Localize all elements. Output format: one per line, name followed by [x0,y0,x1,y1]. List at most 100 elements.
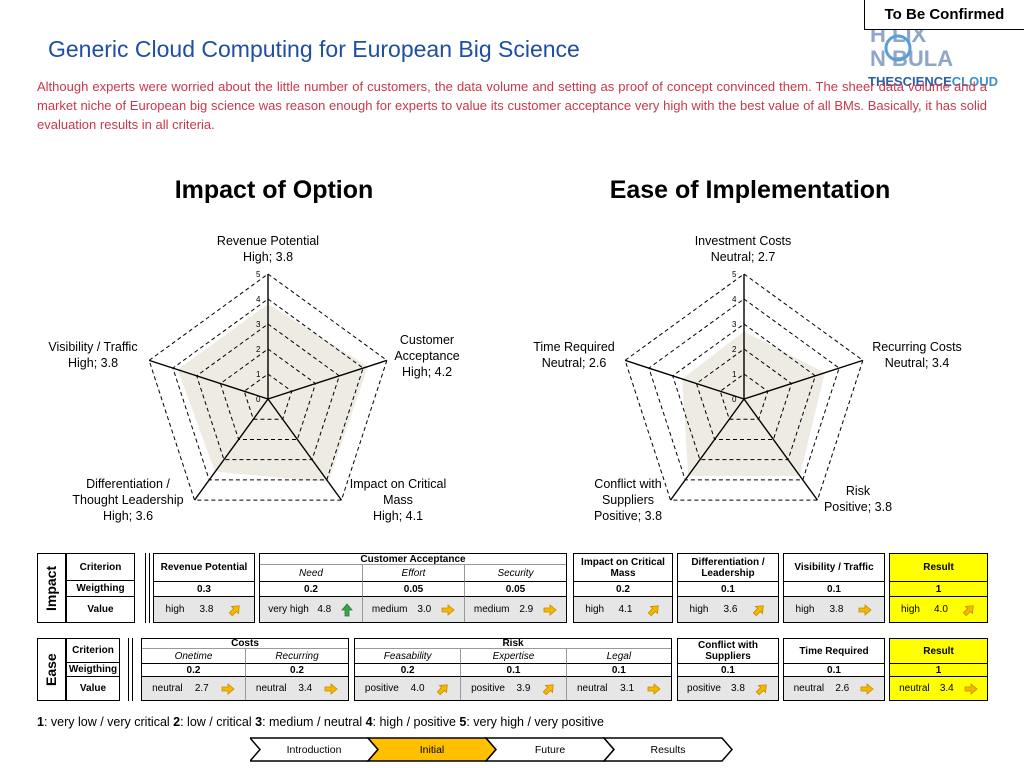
impact-axis-spoke [148,359,269,400]
ease-tick-label: 3 [732,320,737,329]
impact-axis-spoke [267,398,343,501]
nav-step-label: Initial [420,744,445,756]
risk-value-word: positive [471,683,505,694]
impact-result-value-number: 4.0 [934,604,948,615]
impact-result-weight: 1 [890,581,987,597]
customer-acceptance-weight: 0.2 [260,581,362,597]
ease-result-value-word: neutral [899,683,930,694]
revenue-potential-weight: 0.3 [154,581,254,597]
nav-step-initial[interactable]: Initial [366,737,497,762]
nav-step-introduction[interactable]: Introduction [250,737,379,762]
nav-step-future[interactable]: Future [484,737,615,762]
up-arrow-icon [340,602,353,616]
visibility-traffic-value: high 3.8 [784,597,884,622]
differentiation-value-word: high [689,604,709,615]
customer-acceptance-sub-header: Security [464,565,566,581]
impact-grid-ring [196,323,340,461]
impact-tick-label: 2 [256,345,261,354]
risk-sub-header: Expertise [460,649,565,663]
customer-acceptance-value-word: medium [473,604,510,615]
impact-axis-spoke [267,359,388,400]
ease-result-weight: 1 [890,663,987,677]
impact-critical-mass-header: Impact on Critical Mass [581,556,665,579]
ease-grid-ring [624,273,864,501]
ease-result-value: neutral 3.4 [890,677,987,700]
impact-result-value-word: high [901,604,920,615]
ease-axis-spoke [669,398,745,501]
risk-sub-header: Feasability [383,650,432,662]
impact-row-labels: Criterion Weigthing Value [66,553,135,623]
progress-nav: Introduction Initial Future Results [250,737,733,762]
logo-line3: THESCIENCECLOUD [868,74,998,89]
costs-value-number: 2.7 [194,683,209,694]
ease-side-label-box: Ease [37,638,66,701]
to-be-confirmed-badge: To Be Confirmed [864,0,1024,30]
impact-data-area [177,304,368,482]
logo-line2: N BULA [870,46,953,71]
ease-tick-label: 5 [732,270,737,279]
revenue-potential-value: high 3.8 [154,597,254,622]
impact-critical-mass-value: high 4.1 [574,597,672,622]
conflict-suppliers-value-word: positive [687,683,721,694]
divider [145,553,146,623]
impact-side-label-box: Impact [37,553,66,623]
customer-acceptance-value-number: 4.8 [317,604,332,615]
score-legend: 1: very low / very critical 2: low / cri… [37,715,604,729]
visibility-traffic-weight: 0.1 [784,581,884,597]
page-description: Although experts were worried about the … [37,79,987,132]
row-label-weighting: Weigthing [67,664,119,677]
costs-weight: 0.2 [245,663,348,677]
ease-grid-ring [672,323,816,461]
impact-critical-mass-weight: 0.2 [574,581,672,597]
costs-value-word: neutral [152,683,183,694]
impact-result-value: high 4.0 [890,597,987,622]
revenue-potential-value-number: 3.8 [199,604,214,615]
time-required-value-number: 2.6 [835,683,850,694]
risk-weight: 0.2 [355,663,461,677]
right-arrow-icon [647,682,661,695]
conflict-suppliers-header: Conflict with Suppliers [698,640,758,662]
ease-tick-label: 1 [732,370,737,379]
customer-acceptance-header: Customer Acceptance [260,554,566,565]
customer-acceptance-sub-header: Effort [362,565,464,581]
impact-tick-label: 4 [256,295,261,304]
ease-axis-spoke [743,359,864,400]
customer-acceptance-sub-header: Need [299,567,323,579]
costs-value: neutral 3.4 [245,677,348,700]
up-right-arrow-icon [755,683,767,695]
conflict-suppliers-weight: 0.1 [678,663,778,677]
row-label-criterion: Criterion [67,554,134,581]
costs-header: Costs [142,638,348,649]
differentiation-header: Differentiation / Leadership [691,556,765,579]
risk-weight: 0.1 [565,663,671,677]
time-required-value: neutral 2.6 [784,677,884,700]
differentiation-weight: 0.1 [678,581,778,597]
ease-row-labels: Criterion Weigthing Value [66,638,120,701]
nav-step-results[interactable]: Results [602,737,733,762]
ease-chart-title: Ease of Implementation [609,176,891,204]
right-arrow-icon [221,682,235,695]
impact-critical-mass-value-number: 4.1 [618,604,633,615]
time-required-header: Time Required [799,645,869,657]
ease-side-label: Ease [43,653,59,686]
ease-result-value-number: 3.4 [939,683,954,694]
costs-sub-header: Onetime [174,650,213,662]
risk-value: positive 3.9 [460,677,566,700]
conflict-suppliers-value: positive 3.8 [678,677,778,700]
nav-step-label: Future [535,744,566,756]
